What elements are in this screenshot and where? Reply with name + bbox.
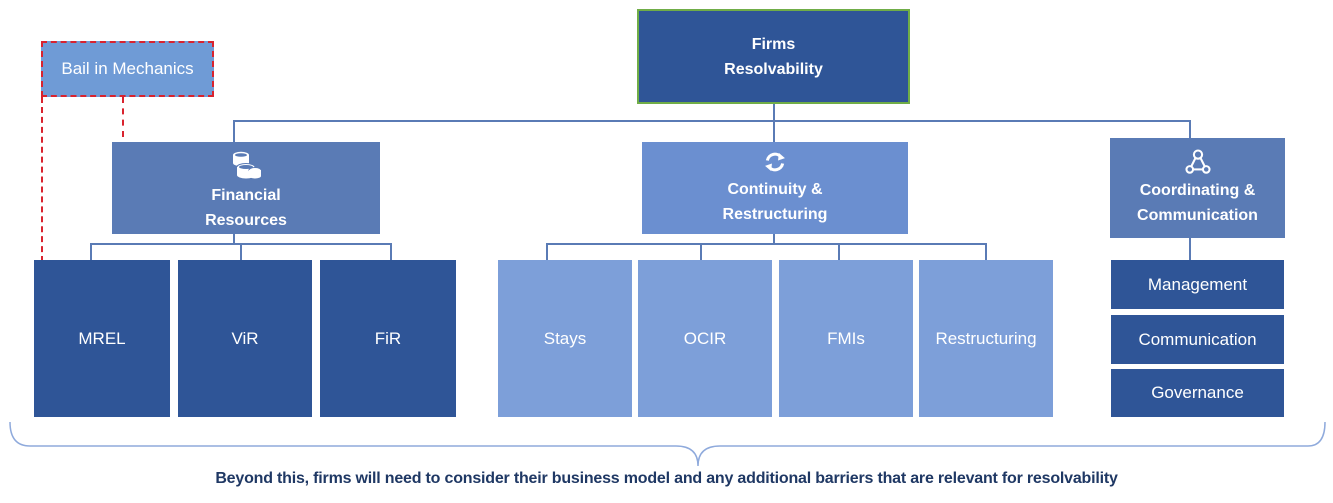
fir-label: FiR — [374, 328, 402, 348]
connector-fmis — [838, 243, 840, 260]
refresh-icon — [765, 152, 785, 172]
bail-in-mechanics-box: Bail in Mechanics — [41, 41, 214, 97]
restructuring-box: Restructuring — [919, 260, 1053, 417]
fmis-box: FMIs — [779, 260, 913, 417]
connector-to-continuity — [773, 120, 775, 142]
coins-icon — [233, 151, 262, 179]
connector-ocir — [700, 243, 702, 260]
connector-continuity-down — [773, 234, 775, 244]
governance-label: Governance — [1151, 383, 1244, 402]
bail-in-mechanics-label: Bail in Mechanics — [61, 59, 194, 78]
coordinating-line1: Coordinating & — [1139, 182, 1256, 199]
management-label: Management — [1147, 274, 1248, 294]
connector-coordination-down — [1189, 238, 1191, 260]
connector-to-coordination — [1189, 120, 1191, 138]
financial-resources-line1: Financial — [211, 187, 281, 204]
ocir-label: OCIR — [683, 328, 727, 348]
restructuring-label: Restructuring — [935, 328, 1037, 348]
root-title-line2: Resolvability — [724, 60, 823, 78]
root-title-line1: Firms — [751, 35, 796, 53]
ocir-box: OCIR — [638, 260, 772, 417]
connector-stays — [546, 243, 548, 260]
bail-in-dashed-line-right — [122, 97, 124, 137]
network-icon — [1184, 149, 1211, 174]
connector-to-financial — [233, 120, 235, 142]
financial-resources-box: Financial Resources — [112, 142, 380, 234]
connector-root-down — [773, 104, 775, 122]
connector-vir — [240, 243, 242, 260]
vir-label: ViR — [231, 328, 259, 348]
connector-fir — [390, 243, 392, 260]
connector-mrel — [90, 243, 92, 260]
vir-box: ViR — [178, 260, 312, 417]
coordinating-line2: Communication — [1137, 207, 1258, 224]
management-box: Management — [1111, 260, 1284, 309]
bail-in-dashed-line-left — [41, 97, 43, 262]
connector-financial-down — [233, 234, 235, 244]
financial-resources-line2: Resources — [205, 212, 287, 229]
connector-continuity-horizontal — [546, 243, 987, 245]
communication-label: Communication — [1138, 329, 1257, 349]
fir-box: FiR — [320, 260, 456, 417]
mrel-box: MREL — [34, 260, 170, 417]
continuity-line1: Continuity & — [727, 181, 823, 198]
coordinating-communication-box: Coordinating & Communication — [1110, 138, 1285, 238]
mrel-label: MREL — [78, 328, 126, 348]
connector-restructuring — [985, 243, 987, 260]
stays-label: Stays — [543, 328, 587, 348]
continuity-restructuring-box: Continuity & Restructuring — [642, 142, 908, 234]
stays-box: Stays — [498, 260, 632, 417]
firms-resolvability-box: Firms Resolvability — [637, 9, 910, 104]
fmis-label: FMIs — [827, 328, 865, 348]
connector-top-horizontal — [233, 120, 1191, 122]
continuity-line2: Restructuring — [722, 206, 828, 223]
curly-brace — [9, 421, 1326, 467]
governance-box: Governance — [1111, 369, 1284, 417]
footer-note: Beyond this, firms will need to consider… — [215, 470, 1118, 487]
communication-box: Communication — [1111, 315, 1284, 364]
